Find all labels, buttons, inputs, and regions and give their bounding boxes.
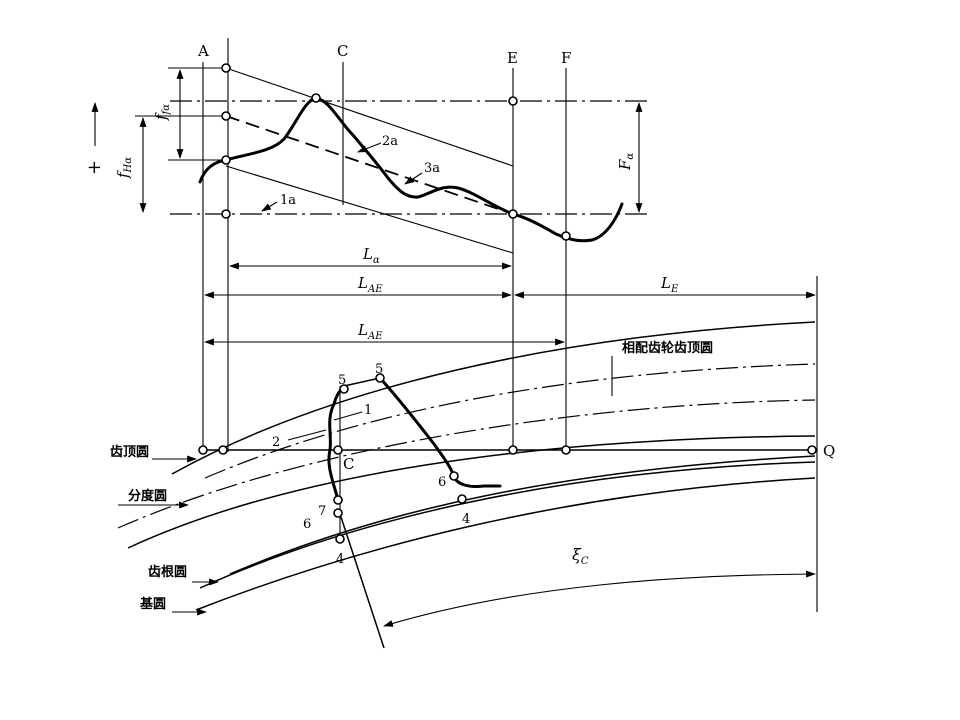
svg-text:fHα: fHα (114, 157, 134, 179)
svg-text:ffα: ffα (152, 104, 172, 121)
label-1: 1 (364, 403, 372, 418)
point-E-low (508, 209, 518, 219)
measured-profile-curve (198, 96, 624, 243)
label-f-H: f (114, 170, 132, 179)
leader-2a (357, 142, 382, 153)
leader-2 (287, 429, 327, 441)
label-E: E (507, 49, 518, 67)
point-A2-line (218, 445, 228, 455)
leader-1a (261, 201, 278, 212)
leader-1 (333, 411, 363, 421)
label-pitch-circle: 分度圆 (128, 488, 167, 504)
label-L-AE-1-sub: AE (367, 284, 383, 295)
tooth-profile-right (378, 376, 502, 488)
svg-text:Fα: Fα (616, 153, 636, 171)
label-4a: 4 (336, 552, 344, 567)
point-4b (457, 494, 467, 504)
point-A-top (221, 63, 231, 73)
label-1a: 1a (280, 193, 296, 208)
label-f-H-sub: Hα (123, 157, 134, 174)
profile-chart: A C E F + ffα fHα Fα 1a 2a 3a (84, 38, 652, 452)
label-F: F (561, 49, 571, 67)
label-L-AE-1: L (357, 274, 368, 292)
point-A-low (221, 155, 231, 165)
point-E-line (508, 445, 518, 455)
label-3a: 3a (424, 161, 440, 176)
label-xi: ξ (572, 545, 582, 564)
label-tip-circle: 齿顶圆 (110, 444, 149, 460)
inner-arc (229, 455, 816, 575)
point-C-line (333, 445, 343, 455)
gear-geometry: 1 2 5 5 C 7 6 6 4 4 Q ξC 相配齿轮齿顶圆 齿顶圆 分度圆… (110, 321, 835, 649)
point-A-mid (221, 111, 231, 121)
label-f-f: f (152, 112, 170, 121)
pitch-circle-chain (117, 399, 816, 529)
label-Q: Q (823, 442, 835, 460)
label-L-E: L (660, 274, 671, 292)
label-C: C (337, 42, 348, 60)
root-circle-arc (199, 461, 816, 589)
label-5b: 5 (375, 362, 383, 377)
leader-3a (404, 172, 423, 185)
label-L-alpha: L (362, 245, 373, 263)
tooth-profile-top (343, 377, 381, 387)
label-4b: 4 (462, 512, 470, 527)
label-C-lower: C (343, 455, 354, 473)
point-E-top (508, 96, 518, 106)
label-6a: 6 (303, 517, 311, 532)
label-2: 2 (272, 435, 280, 450)
label-7: 7 (318, 504, 326, 519)
label-root-circle: 齿根圆 (148, 564, 187, 580)
point-6b (449, 471, 459, 481)
envelope-bottom (225, 165, 514, 254)
point-F-line (561, 445, 571, 455)
svg-text:ξC: ξC (572, 545, 589, 567)
tooth-profile-left (327, 384, 346, 502)
label-6b: 6 (438, 475, 446, 490)
label-A: A (197, 42, 209, 60)
label-2a: 2a (382, 134, 398, 149)
label-xi-sub: C (581, 556, 589, 567)
svg-text:Lα: Lα (362, 245, 380, 266)
svg-text:LAE: LAE (357, 274, 383, 295)
label-L-E-sub: E (670, 284, 679, 295)
xi-dim-arc (383, 570, 816, 627)
point-Q (807, 445, 817, 455)
length-dimensions: Lα LAE LE LAE (204, 245, 818, 612)
point-4a (335, 534, 345, 544)
label-F-a-sub: α (625, 153, 636, 160)
label-L-AE-2-sub: AE (367, 331, 383, 342)
label-base-circle: 基圆 (139, 596, 166, 612)
point-A-base (221, 209, 231, 219)
label-f-f-sub: fα (161, 104, 172, 116)
involute-ray (339, 513, 385, 649)
point-5a (339, 384, 349, 394)
label-L-AE-2: L (357, 321, 368, 339)
point-7 (333, 495, 343, 505)
point-F-low (561, 231, 571, 241)
label-plus: + (84, 160, 105, 175)
mating-tip-circle-arc (204, 363, 816, 479)
base-circle-arc (195, 477, 816, 611)
tip-circle-arc (171, 321, 816, 475)
svg-text:LAE: LAE (357, 321, 383, 342)
svg-text:LE: LE (660, 274, 679, 295)
point-6a (333, 508, 343, 518)
design-profile-dashed (225, 115, 514, 215)
label-F-a: F (616, 159, 634, 171)
point-5b (375, 373, 385, 383)
point-peak (311, 93, 321, 103)
label-mating-tip-circle: 相配齿轮齿顶圆 (622, 340, 713, 356)
envelope-top (225, 67, 514, 167)
label-L-alpha-sub: α (373, 255, 380, 266)
point-A-line (198, 445, 208, 455)
label-5a: 5 (338, 373, 346, 388)
pitch-circle-arc (127, 435, 816, 549)
